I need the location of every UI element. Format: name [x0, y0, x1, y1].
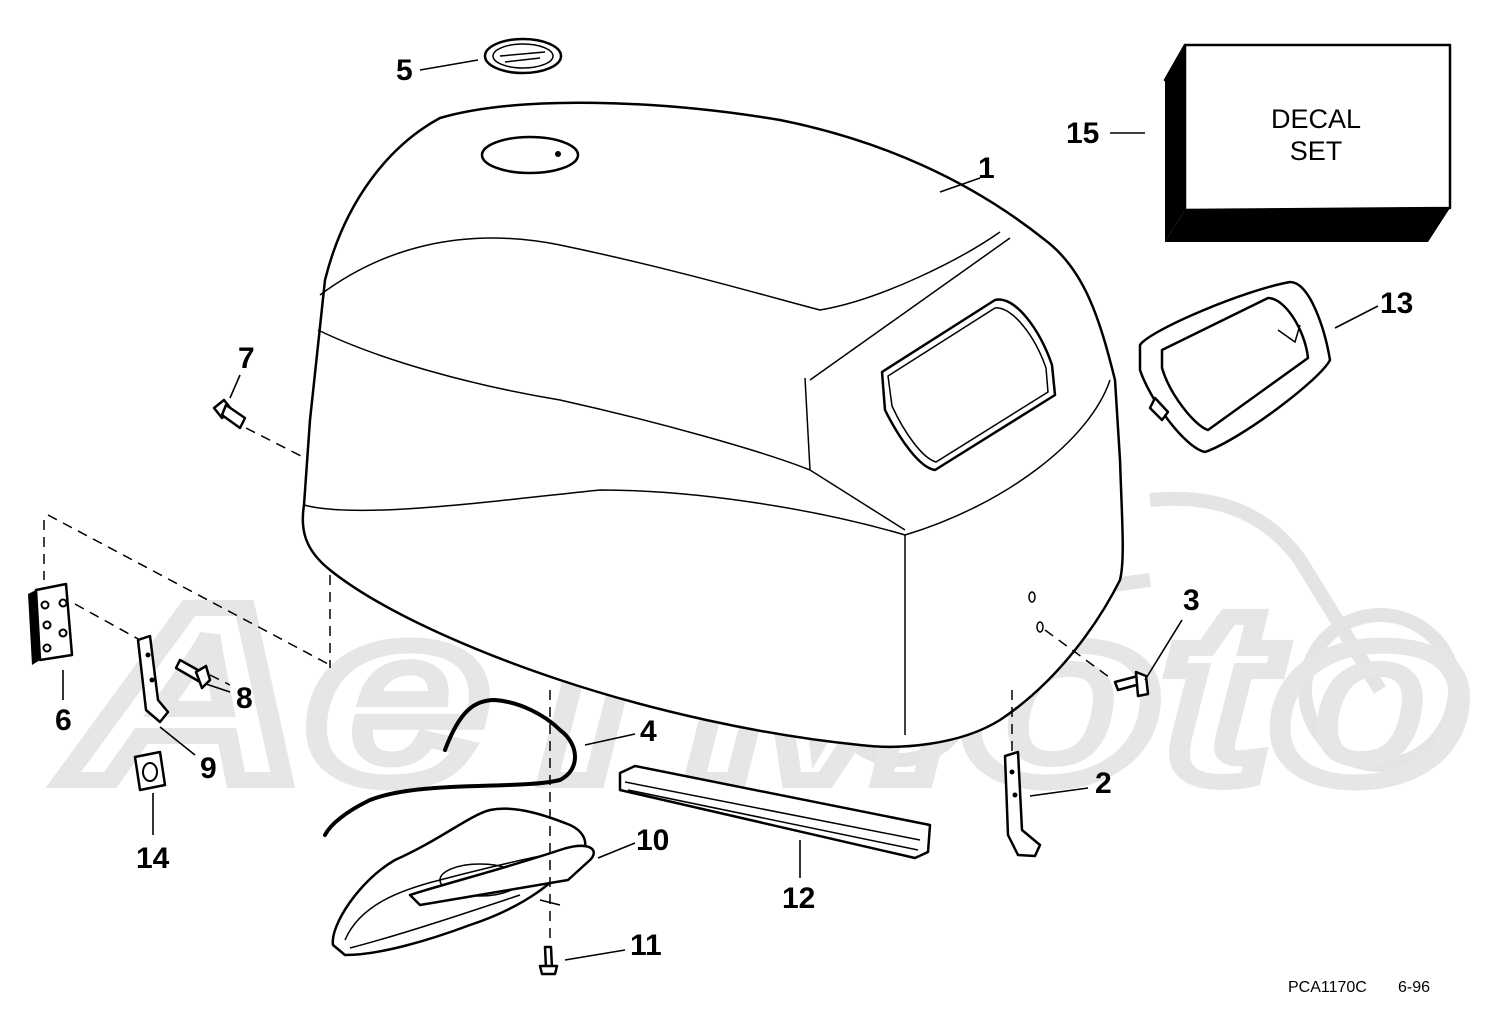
clip-14	[133, 750, 167, 792]
callout-2: 2	[1095, 767, 1112, 800]
callout-15: 15	[1066, 117, 1099, 150]
drawing-code: PCA1170C	[1288, 979, 1367, 996]
drawing-date: 6-96	[1398, 979, 1430, 996]
assembly-lines	[43, 427, 1114, 945]
leader-lines	[62, 59, 1379, 961]
callout-11: 11	[630, 929, 662, 962]
callout-4: 4	[640, 715, 657, 748]
bracket-9	[136, 634, 170, 724]
decal-set-box: DECAL SET	[1163, 43, 1452, 242]
callout-3: 3	[1183, 584, 1200, 617]
screw-3	[1113, 670, 1150, 698]
callout-13: 13	[1380, 287, 1413, 320]
engine-cover	[301, 101, 1124, 748]
hinge-plate	[28, 582, 74, 665]
callout-9: 9	[200, 752, 217, 785]
callout-8: 8	[236, 682, 253, 715]
air-intake-grille	[331, 807, 595, 957]
callout-14: 14	[136, 842, 170, 875]
callout-6: 6	[55, 704, 72, 737]
window-frame	[1138, 280, 1332, 454]
latch-bracket	[1003, 750, 1042, 858]
callout-labels: 1 2 3 4 5 6 7 8 9 10 11 12 13 14 15	[55, 54, 1413, 962]
callout-10: 10	[636, 824, 669, 857]
screw-7	[212, 398, 247, 430]
screw-11	[538, 945, 559, 976]
fuel-cap-decal	[483, 37, 563, 75]
callout-12: 12	[782, 882, 815, 915]
callout-1: 1	[978, 152, 995, 185]
decal-set-line2: SET	[1290, 136, 1343, 166]
seal-rail	[618, 764, 932, 860]
seal-strip	[323, 697, 577, 837]
drawing-footer: PCA1170C 6-96	[1288, 979, 1430, 996]
decal-set-line1: DECAL	[1271, 104, 1361, 134]
screw-8	[174, 658, 212, 690]
callout-7: 7	[238, 342, 255, 375]
callout-5: 5	[396, 54, 413, 87]
